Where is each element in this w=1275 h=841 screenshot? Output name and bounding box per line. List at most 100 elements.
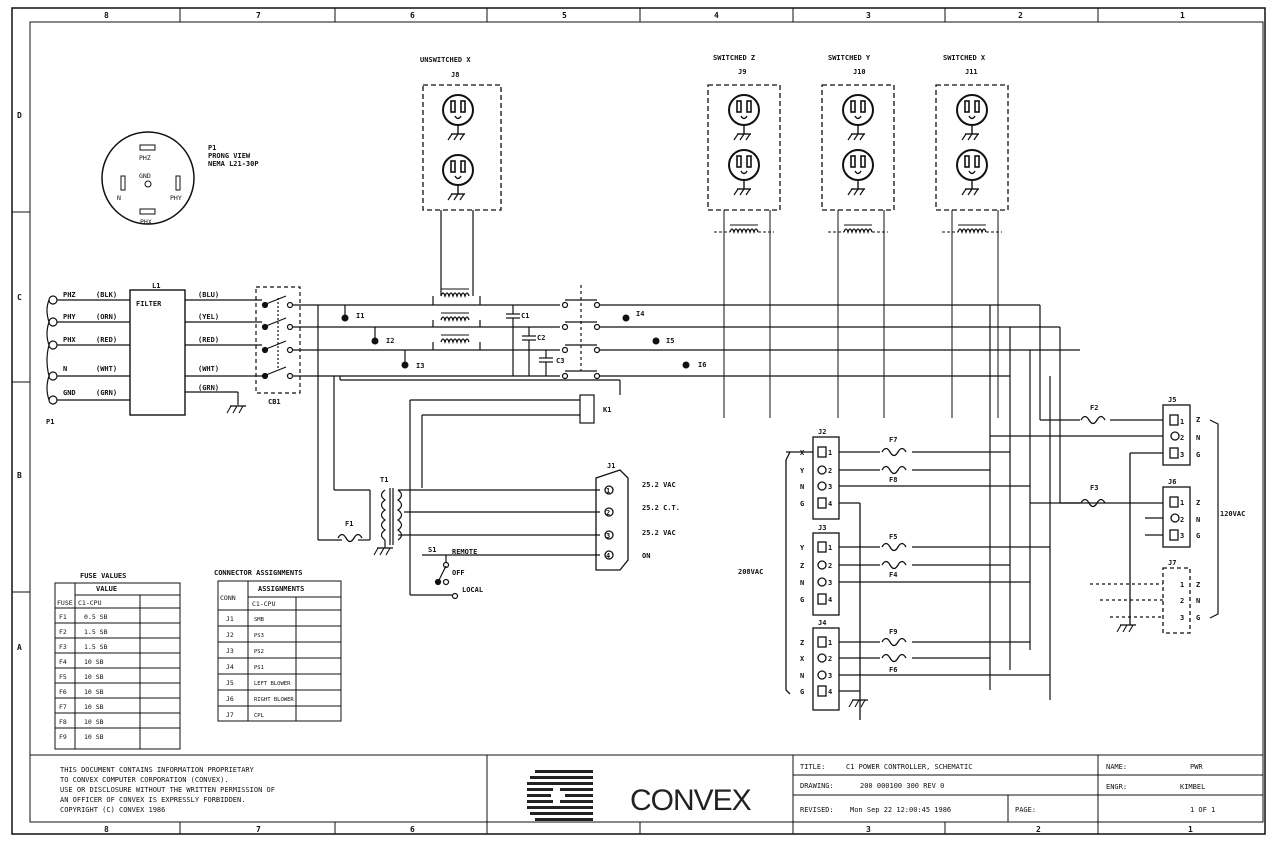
j2-pin-y: Y [800,467,805,475]
zone-left-c: C [17,293,22,302]
main-buses [293,304,560,541]
input-name-n: N [63,365,67,373]
switch-local: LOCAL [462,586,483,594]
switch-remote: REMOTE [452,548,477,556]
j6-pin-g: G [1196,532,1200,540]
fuse-f2-f3-lines [1039,305,1163,504]
engineer-label: ENGR: [1106,783,1127,791]
zone-labels: 8 7 6 5 4 3 2 1 8 7 6 3 2 1 D C B A [17,11,1193,834]
j9-title: SWITCHED Z [713,54,755,62]
conn-table-col-conn: CONN [220,594,236,602]
convex-logo-mark [527,770,593,821]
connector-j6 [1145,486,1191,548]
filter-label: FILTER [136,300,162,308]
drawing-label: DRAWING: [800,782,834,790]
plug-phy-label: PHY [170,194,182,202]
zone-left-d: D [17,111,22,120]
j1-pin-2-num: 2 [606,509,610,517]
filter-out-wht: (WHT) [198,365,219,373]
j5-pin-g: G [1196,451,1200,459]
j8-ref: J8 [451,71,459,79]
conn-table-assign-cell: PS3 [254,633,264,639]
convex-logo-text: CONVEX [630,784,752,817]
proprietary-notice: THIS DOCUMENT CONTAINS INFORMATION PROPR… [60,766,275,814]
input-lines [46,295,130,405]
filter-out-grn: (GRN) [198,384,219,392]
j3-ref: J3 [818,524,826,532]
fuse-table-fuse-cell: F9 [59,733,67,741]
relay-ref: K1 [603,406,611,414]
switch-ref: S1 [428,546,436,554]
j6-ref: J6 [1168,478,1176,486]
plug-ref: P1 [208,144,216,152]
zone-bottom-6: 6 [410,825,415,834]
fuse-f6-ref: F6 [889,666,897,674]
conn-table-assign-header: ASSIGNMENTS [258,585,304,593]
test-point-i3: I3 [416,362,424,370]
zone-top-7: 7 [256,11,261,20]
test-point-i5: I5 [666,337,674,345]
j3-pin-y: Y [800,544,805,552]
zone-top-3: 3 [866,11,871,20]
j4-pin-z: Z [800,639,804,647]
zone-left-a: A [17,643,22,652]
notice-line-1: THIS DOCUMENT CONTAINS INFORMATION PROPR… [60,766,255,774]
plug-phz-label: PHZ [139,154,151,162]
j5-num-1: 1 [1180,418,1184,426]
j11-ref: J11 [965,68,978,76]
fuse-table-col-fuse: FUSE [57,599,73,607]
j4-pin-g: G [800,688,804,696]
plug-view-label: PRONG VIEW [208,152,251,160]
filter-l1: L1 FILTER [129,282,186,416]
fuse-table-fuse-cell: F3 [59,643,67,651]
j5-num-2: 2 [1180,434,1184,442]
conn-table-conn-cell: J3 [226,647,234,655]
sheet-value: 1 OF 1 [1190,806,1215,814]
j9-ref: J9 [738,68,746,76]
conn-table-assign-cell: PS1 [254,665,264,671]
j2-pin-x: X [800,449,805,457]
connector-j3 [812,532,1050,616]
input-p1-label: P1 [46,418,54,426]
j5-ref: J5 [1168,396,1176,404]
j8-chokes [432,210,481,350]
test-point-i2: I2 [386,337,394,345]
fuse-table-value-cell: 1.5 SB [84,643,108,651]
conn-table-conn-cell: J6 [226,695,234,703]
conn-table-conn-cell: J2 [226,631,234,639]
connector-j1 [595,469,629,571]
notice-line-3: USE OR DISCLOSURE WITHOUT THE WRITTEN PE… [60,786,275,794]
j2-num-4: 4 [828,500,832,508]
conn-table-conn-cell: J4 [226,663,234,671]
input-name-gnd: GND [63,389,76,397]
cap-c1-label: C1 [521,312,529,320]
j2-pin-n: N [800,483,804,491]
connector-assignments-table: CONNECTOR ASSIGNMENTS ASSIGNMENTS CONN C… [214,569,342,722]
input-line-labels: PHZ (BLK) PHY (ORN) PHX (RED) N (WHT) GN… [46,291,117,426]
fuse-table-value-cell: 1.5 SB [84,628,108,636]
filter-out-yel: (YEL) [198,313,219,321]
conn-table-col-model: C1-CPU [252,600,276,608]
j3-num-4: 4 [828,596,832,604]
name-label: NAME: [1106,763,1127,771]
input-name-phz: PHZ [63,291,76,299]
j3-num-2: 2 [828,562,832,570]
zone-bottom-3: 3 [866,825,871,834]
receptacle-j10: SWITCHED Y J10 [821,54,895,418]
notice-line-5: COPYRIGHT (C) CONVEX 1986 [60,806,165,814]
revised-label: REVISED: [800,806,834,814]
fuse-table-value-cell: 10 SB [84,658,104,666]
fuse-f4-ref: F4 [889,571,897,579]
j7-pin-n: N [1196,597,1200,605]
j1-pin-labels: 1 2 3 4 25.2 VAC 25.2 C.T. 25.2 VAC ON [606,481,680,560]
j7-num-2: 2 [1180,597,1184,605]
conn-table-conn-cell: J5 [226,679,234,687]
j7-pin-g: G [1196,614,1200,622]
cap-c3-label: C3 [556,357,564,365]
fuse-table-title: FUSE VALUES [80,572,126,580]
j2-ref: J2 [818,428,826,436]
receptacle-j11: SWITCHED X J11 [935,54,1009,418]
transformer-t1 [380,488,600,556]
j4-num-4: 4 [828,688,832,696]
